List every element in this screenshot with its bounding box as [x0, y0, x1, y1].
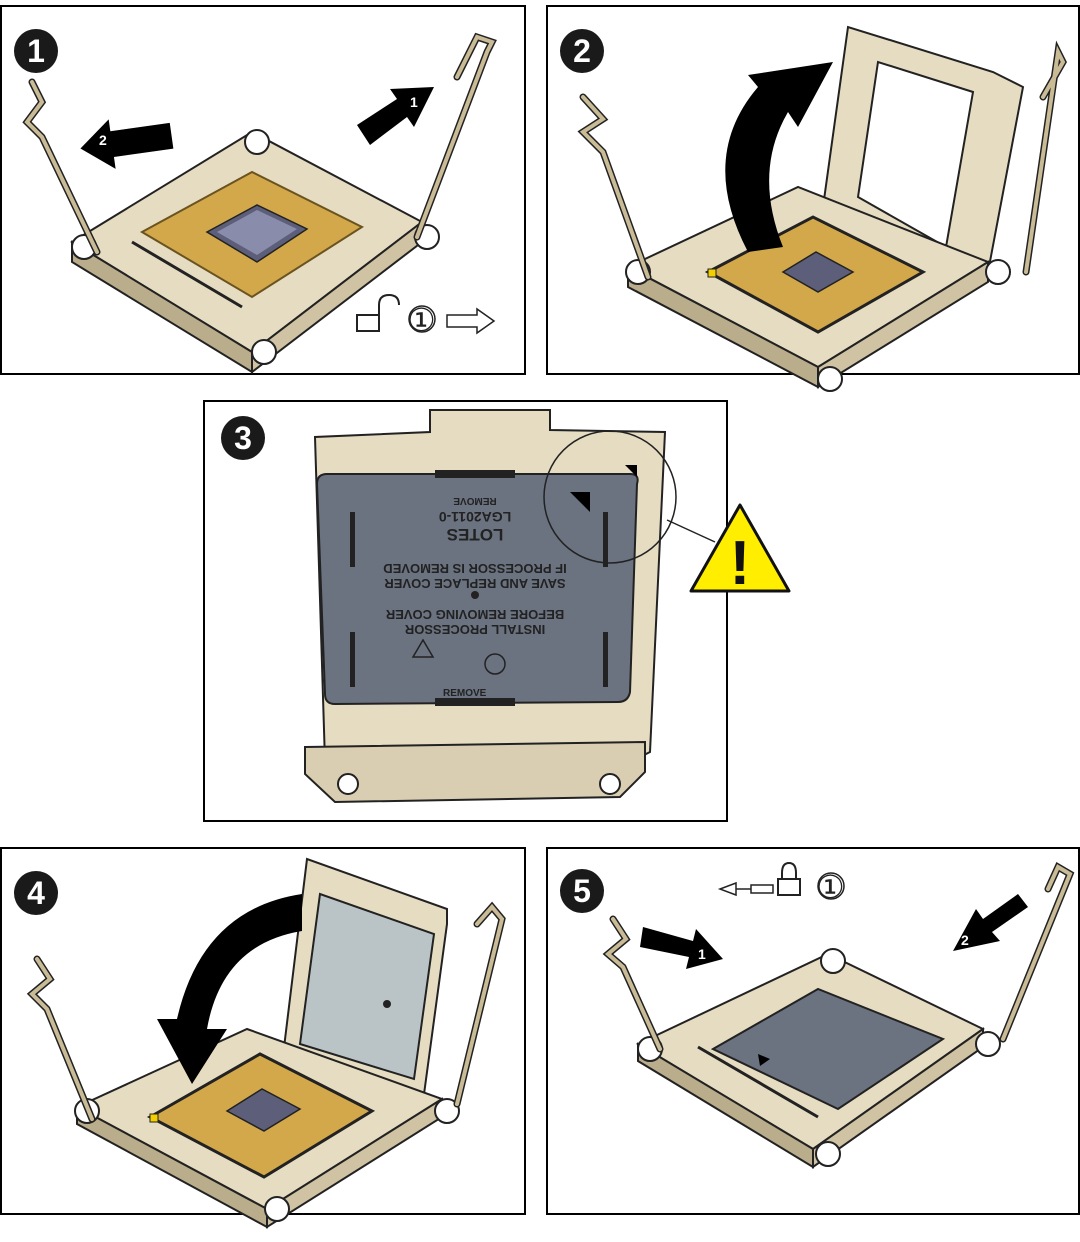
step-4-panel: 4 — [0, 847, 526, 1229]
pin-field — [139, 170, 365, 299]
step-5-badge: 5 — [560, 869, 604, 913]
arrow-1-right: 1 — [640, 927, 723, 969]
svg-text:LGA2011-0: LGA2011-0 — [439, 509, 512, 525]
step-4-illustration — [26, 857, 506, 1229]
step-3-badge: 3 — [221, 416, 265, 460]
arrow-2-down-left: 2 — [953, 894, 1028, 951]
pin1-callout-circle — [543, 430, 677, 564]
processor — [146, 1052, 376, 1179]
step-1-illustration: 2 1 ① — [22, 32, 497, 375]
arrow-lower-plate — [157, 894, 302, 1084]
step-3-illustration: REMOVE LGA2011-0 LOTES IF PROCESSOR IS R… — [304, 409, 716, 804]
warning-icon: ! — [730, 529, 751, 594]
step-1-badge: 1 — [14, 29, 58, 73]
svg-text:REMOVE: REMOVE — [453, 495, 497, 506]
svg-text:LOTES: LOTES — [447, 525, 504, 544]
step-1-panel: 1 2 1 — [0, 5, 526, 375]
arrow-2-label: 2 — [961, 932, 969, 948]
arrow-lift-plate — [725, 62, 833, 252]
step-4-badge: 4 — [14, 871, 58, 915]
pin1-marker — [570, 492, 590, 512]
arrow-2-label: 2 — [99, 132, 107, 148]
lock-hint: ① — [717, 861, 845, 906]
socket-base — [304, 740, 646, 804]
warning-sign: ! — [688, 502, 792, 598]
unlock-circled-number: ① — [407, 301, 436, 339]
protective-cover — [315, 473, 639, 706]
step-3-panel: 3 REMOVE LGA2011-0 LOTES IF PROCESSOR IS… — [203, 400, 728, 822]
step-5-illustration: ① 1 2 — [602, 861, 1075, 1169]
arrow-1-label: 1 — [410, 94, 418, 110]
step-2-illustration — [577, 25, 1067, 392]
protective-cover-installed — [710, 987, 946, 1111]
arrow-1-up-right: 1 — [357, 87, 434, 145]
svg-text:INSTALL PROCESSOR: INSTALL PROCESSOR — [404, 622, 545, 637]
svg-text:SAVE AND REPLACE COVER: SAVE AND REPLACE COVER — [384, 576, 566, 591]
lock-circled-number: ① — [816, 868, 845, 906]
svg-text:IF PROCESSOR IS REMOVED: IF PROCESSOR IS REMOVED — [383, 561, 566, 576]
cover-text: REMOVE LGA2011-0 LOTES IF PROCESSOR IS R… — [383, 495, 566, 637]
step-2-badge: 2 — [560, 29, 604, 73]
unlock-hint: ① — [356, 293, 496, 339]
svg-text:BEFORE REMOVING COVER: BEFORE REMOVING COVER — [385, 607, 564, 622]
cover-bottom-remove: REMOVE — [443, 688, 487, 699]
step-5-panel: 5 ① 1 — [546, 847, 1080, 1215]
arrow-2-left: 2 — [80, 119, 174, 169]
arrow-1-label: 1 — [698, 946, 706, 962]
step-2-panel: 2 — [546, 5, 1080, 392]
